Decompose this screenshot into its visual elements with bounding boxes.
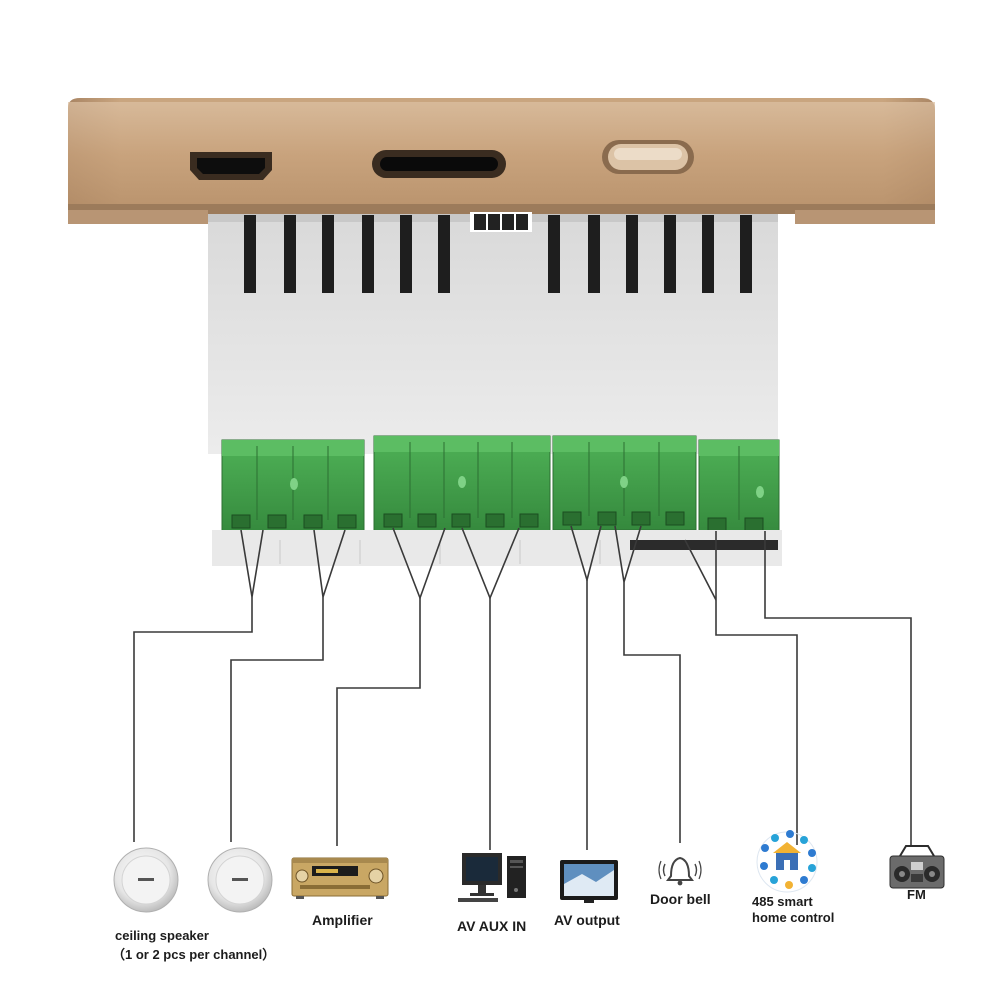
ceiling-speaker-icon — [113, 847, 179, 913]
door-bell-label: Door bell — [650, 891, 711, 907]
smart-home-icon — [756, 830, 818, 893]
amplifier-icon — [291, 857, 389, 899]
smart-home-label-2: home control — [752, 910, 835, 925]
smart-home-label: 485 smart — [752, 894, 813, 909]
power-button — [602, 140, 694, 174]
radio-icon — [889, 845, 945, 889]
terminal-block-485 — [698, 439, 780, 537]
tv-monitor-icon — [560, 860, 618, 903]
door-bell-icon — [658, 856, 702, 886]
ceiling-speaker-note: （1 or 2 pcs per channel） — [112, 947, 276, 962]
fm-label: FM — [907, 887, 926, 902]
ceiling-speaker-icon — [207, 847, 273, 913]
dip-switch — [470, 212, 532, 232]
ventilation-slots — [244, 215, 752, 293]
amplifier-label: Amplifier — [312, 912, 373, 928]
hdmi-port — [190, 152, 272, 180]
av-aux-in-label: AV AUX IN — [457, 918, 527, 934]
wires — [133, 525, 912, 850]
terminal-block-speakers — [221, 439, 365, 535]
av-output-label: AV output — [554, 912, 620, 928]
desktop-computer-icon — [458, 853, 526, 902]
tf-card-slot — [372, 150, 506, 178]
terminal-block-output — [552, 435, 697, 531]
terminal-block-audio-in — [373, 435, 551, 533]
terminal-base-rail — [212, 530, 782, 566]
ceiling-speaker-label: ceiling speaker — [115, 928, 209, 943]
